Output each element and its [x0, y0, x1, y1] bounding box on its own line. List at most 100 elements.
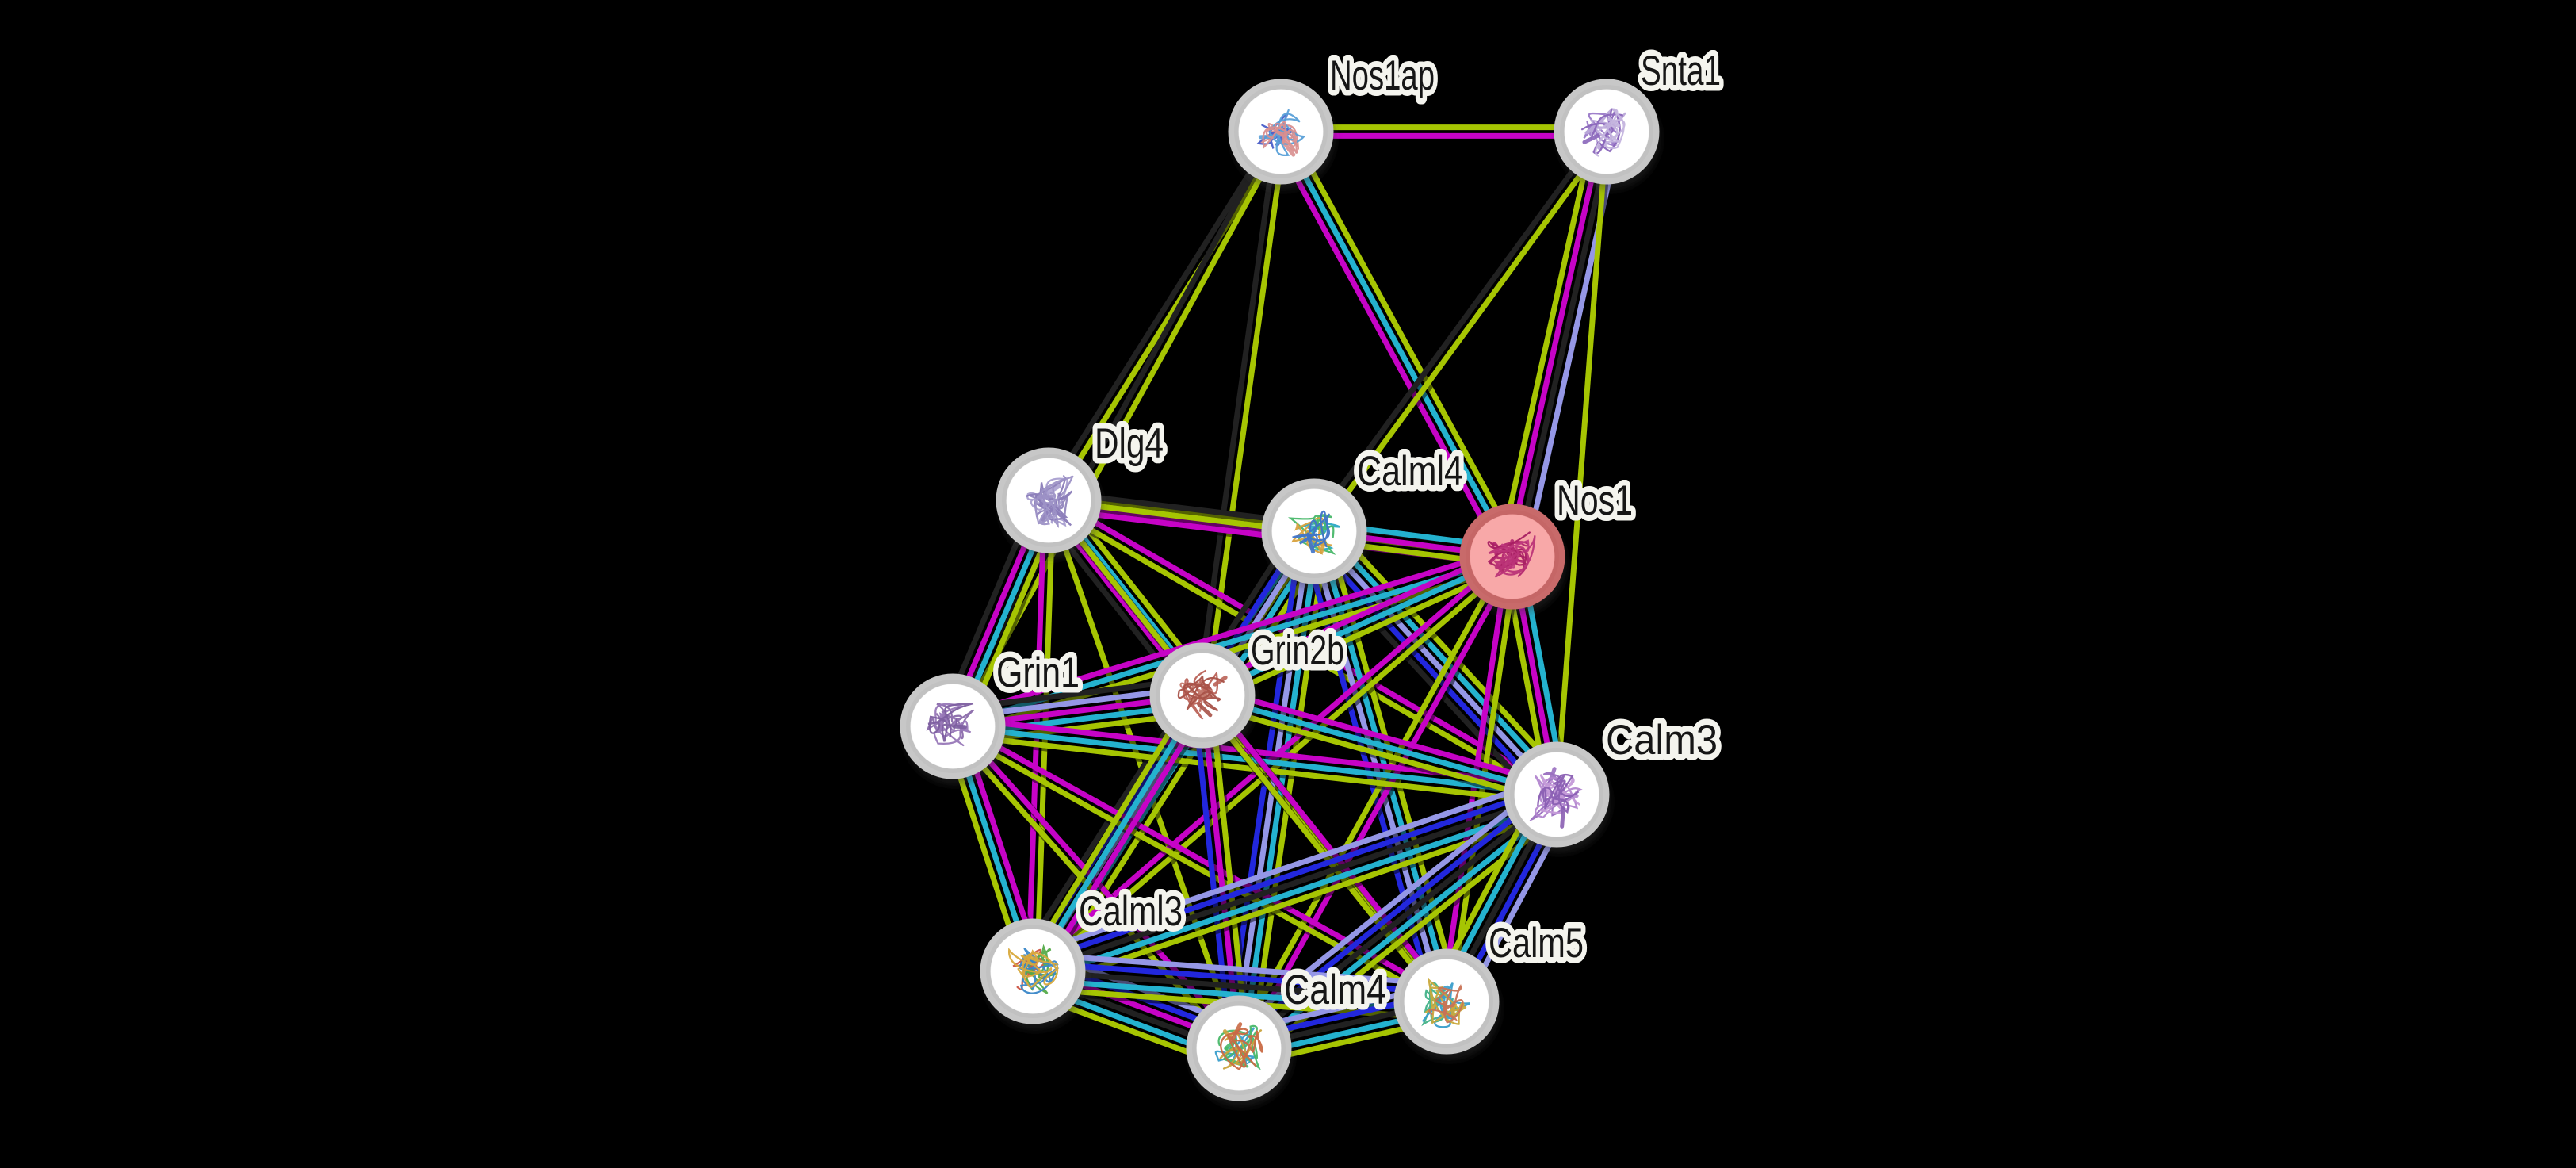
edge-line-textmining [1554, 131, 1610, 795]
node-Calml3[interactable] [980, 918, 1087, 1030]
edge-line-shadow [1030, 785, 1557, 970]
node-label-Calml4[interactable]: Calml4 [1351, 442, 1470, 501]
edge-line-textmining [1022, 689, 1198, 969]
edge-line-shadow [1202, 555, 1516, 702]
edge-line-experiments [1240, 557, 1519, 1052]
edge-line-shadow [1027, 777, 1554, 961]
edge-Snta1-Nos1[interactable] [1496, 128, 1625, 563]
node-Grin1[interactable] [900, 673, 1007, 785]
edge-line-shadow [1033, 793, 1560, 978]
edge-line-textmining [1315, 132, 1613, 536]
edge-line-homology [1026, 775, 1553, 958]
edge-line-experiments [1271, 134, 1508, 562]
node-Nos1[interactable] [1459, 504, 1566, 615]
edge-line-experiments [1203, 691, 1452, 1001]
ribbon-helix [1306, 532, 1316, 554]
edge-line-database [1278, 130, 1515, 558]
edge-line-database [952, 723, 1557, 798]
edge-Snta1-Calml4[interactable] [1308, 127, 1615, 538]
ribbon-path [1177, 675, 1225, 712]
node-label-Dlg4[interactable]: Dlg4 [1089, 415, 1170, 473]
ribbon-helix [1494, 556, 1506, 569]
node-label-Nos1ap[interactable]: Nos1ap [1324, 47, 1441, 105]
protein-thumbnail [1528, 767, 1583, 829]
edge-line-experiments [1198, 546, 1511, 691]
node-Snta1[interactable] [1554, 79, 1661, 190]
edge-line-coexpression [1308, 127, 1606, 530]
node-inner-shading [1267, 484, 1361, 578]
ribbon-path [1008, 947, 1059, 988]
edge-Snta1-Calm3[interactable] [1554, 131, 1612, 798]
node-inner-shading [1192, 1001, 1286, 1095]
edge-line-database [1318, 523, 1565, 791]
ribbon-helix [1231, 1022, 1243, 1040]
node-Calml4[interactable] [1261, 478, 1368, 590]
node-layer [900, 79, 1661, 1107]
edge-line-coexpression [1031, 791, 1558, 975]
edge-line-textmining [1199, 701, 1556, 806]
ribbon-helix [1197, 702, 1213, 718]
edge-line-textmining [1233, 553, 1512, 1048]
ribbon-helix [1442, 1001, 1447, 1016]
protein-thumbnail [1026, 475, 1074, 529]
ribbon-path [1537, 774, 1580, 814]
node-Dlg4[interactable] [996, 447, 1103, 559]
ribbon-helix [1607, 117, 1621, 128]
edge-line-textmining [1197, 696, 1446, 1006]
node-inner-shading [906, 680, 999, 773]
edge-line-shadow [1309, 129, 1608, 534]
edge-line-textmining [1286, 126, 1523, 554]
node-inner-shading [1466, 510, 1559, 603]
edge-line-coexpression [1042, 128, 1280, 500]
protein-thumbnail [1008, 944, 1060, 994]
protein-thumbnail [1177, 669, 1228, 720]
node-label-Calm3[interactable]: Calm3 [1600, 711, 1724, 770]
node-label-Calm4[interactable]: Calm4 [1278, 961, 1393, 1020]
ribbon-helix [1276, 130, 1288, 137]
edge-line-homology [1312, 529, 1559, 797]
edge-Nos1ap-Nos1[interactable] [1271, 126, 1525, 565]
ribbon-path [1220, 1028, 1263, 1071]
node-label-Grin1[interactable]: Grin1 [991, 644, 1086, 703]
edge-line-shadow [1036, 801, 1563, 986]
ribbon-path [1179, 682, 1213, 712]
ribbon-path [1034, 475, 1074, 529]
node-Calm5[interactable] [1393, 948, 1500, 1060]
edge-line-textmining [1204, 561, 1517, 707]
node-inner-shading [1510, 748, 1603, 841]
ribbon-helix [1319, 539, 1327, 554]
node-Nos1ap[interactable] [1228, 79, 1335, 190]
protein-thumbnail [1287, 510, 1341, 555]
node-label-Calm5[interactable]: Calm5 [1483, 914, 1590, 973]
edge-line-shadow [1316, 134, 1615, 538]
edge-line-cooccurrence [1033, 959, 1448, 996]
ribbon-helix [1036, 494, 1053, 500]
node-inner-shading [1156, 649, 1249, 742]
node-label-Snta1[interactable]: Snta1 [1635, 42, 1727, 101]
node-inner-shading [1560, 85, 1653, 178]
protein-thumbnail [926, 703, 975, 747]
node-label-Nos1[interactable]: Nos1 [1551, 472, 1639, 530]
ribbon-path [1595, 108, 1626, 157]
node-inner-shading [1234, 85, 1328, 178]
edge-line-database [1202, 692, 1557, 798]
edge-line-database [1201, 553, 1514, 699]
ribbon-helix [1027, 955, 1039, 962]
node-Grin2b[interactable] [1149, 642, 1256, 754]
node-label-Grin2b[interactable]: Grin2b [1245, 622, 1351, 680]
ribbon-path [1262, 121, 1298, 154]
ribbon-path [1488, 535, 1536, 578]
edge-line-textmining [1324, 517, 1572, 785]
edge-line-cooccurrence [1029, 783, 1555, 967]
protein-thumbnail [1580, 108, 1626, 157]
node-Calm3[interactable] [1504, 741, 1611, 853]
node-label-Calml3[interactable]: Calml3 [1073, 883, 1189, 941]
edge-Grin2b-Calm3[interactable] [1199, 684, 1562, 809]
ribbon-helix [1582, 132, 1602, 144]
ribbon-path [927, 703, 974, 742]
node-Calm4[interactable] [1186, 995, 1293, 1107]
protein-thumbnail [1256, 109, 1306, 157]
